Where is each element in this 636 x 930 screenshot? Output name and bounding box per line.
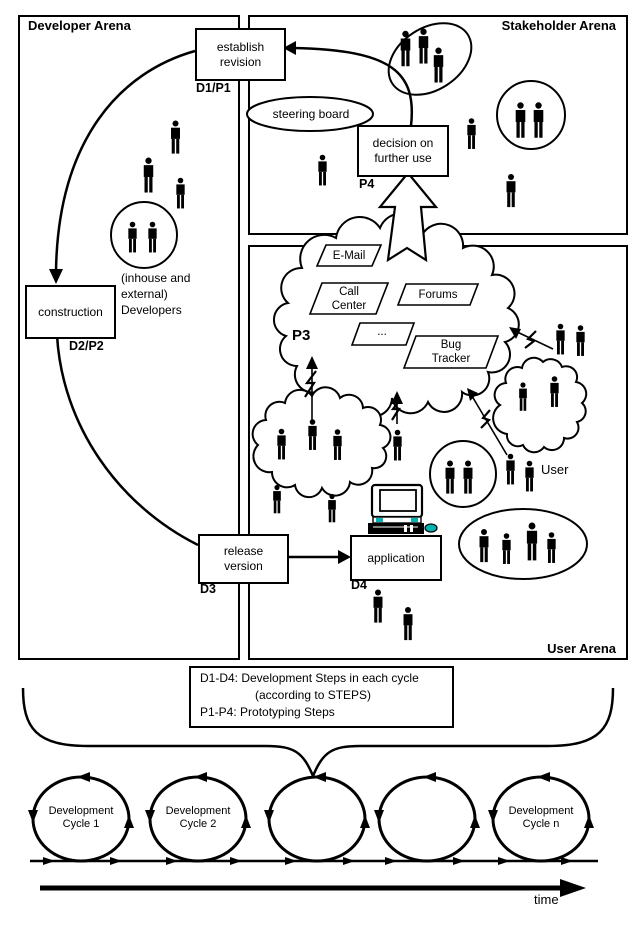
user-cloud-right — [492, 356, 588, 454]
user-caption: User — [541, 462, 569, 477]
node-construction: construction — [25, 285, 116, 339]
node-establish-revision: establish revision — [195, 28, 286, 81]
group-enclosures — [110, 22, 588, 580]
user-arena-title: User Arena — [547, 641, 616, 656]
step-label-d1p1: D1/P1 — [196, 81, 231, 95]
person-icon — [273, 484, 281, 514]
person-icon — [373, 589, 383, 623]
person-icon — [176, 177, 185, 209]
legend-line-2: (according to STEPS) — [255, 688, 372, 702]
lightning-bolt-icon — [524, 330, 537, 349]
person-icon — [318, 154, 327, 186]
person-icon — [171, 120, 180, 154]
step-label-p3: P3 — [292, 327, 311, 344]
development-cycle-loop — [377, 775, 477, 863]
cycle-2-label: Development Cycle 2 — [165, 805, 231, 830]
developers-circle — [110, 201, 178, 269]
legend-box: D1-D4: Development Steps in each cycle (… — [189, 666, 454, 728]
person-icon — [403, 606, 413, 641]
big-prototype-arrow-icon — [377, 171, 439, 263]
person-icon — [525, 460, 534, 492]
channel-email-label: E-Mail — [332, 250, 366, 262]
arrowhead-left — [283, 41, 296, 55]
person-icon — [445, 460, 455, 494]
stakeholder-pair-circle — [496, 80, 566, 150]
developer-arena-title: Developer Arena — [28, 18, 131, 33]
channel-forums-shape — [396, 283, 480, 306]
person-icon — [433, 47, 444, 83]
cycles-timeline — [28, 772, 598, 897]
channel-more-shape — [350, 322, 416, 346]
legend-line-3: P1-P4: Prototyping Steps — [200, 705, 335, 719]
person-icon — [515, 102, 526, 138]
cycle-1-label: Development Cycle 1 — [48, 805, 114, 830]
developers-caption: (inhouse and external) Developers — [121, 271, 191, 317]
node-release-version: release version — [198, 534, 289, 584]
step-label-p4: P4 — [359, 177, 375, 191]
person-icon — [526, 522, 538, 561]
channel-forums-label: Forums — [418, 289, 458, 301]
cycle-n-label: Development Cycle n — [508, 805, 574, 830]
person-icon — [502, 533, 511, 564]
person-icon — [547, 532, 556, 563]
node-decision-further-use: decision on further use — [357, 125, 449, 177]
person-icon — [418, 28, 429, 64]
user-group-ellipse — [458, 508, 588, 580]
steering-board-ellipse — [246, 96, 374, 132]
person-icon — [576, 325, 585, 356]
arrowhead-down — [49, 269, 63, 284]
arc-construction-to-release — [55, 334, 199, 547]
channel-call-label: Call Center — [331, 286, 367, 312]
computer-icon — [368, 483, 438, 534]
feedback-arrows — [304, 327, 554, 456]
person-icon — [393, 429, 402, 461]
lightning-bolt-icon — [304, 370, 317, 398]
arrow-decision-to-establish — [293, 46, 414, 127]
channel-bug-shape — [402, 335, 500, 369]
person-icon — [467, 118, 476, 149]
channel-shapes — [308, 244, 500, 369]
lightning-bolt-icon — [390, 399, 402, 421]
arrow-establish-to-construction — [54, 49, 196, 272]
person-icon — [556, 323, 565, 355]
channel-bug-label: Bug Tracker — [431, 339, 471, 365]
person-icon — [143, 157, 154, 193]
flow-arrows — [49, 41, 414, 564]
person-icon — [506, 453, 515, 485]
developer-arena: Developer Arena — [18, 15, 240, 660]
step-label-d3: D3 — [200, 582, 216, 596]
person-icon — [328, 493, 336, 523]
user-cloud-left — [251, 386, 392, 499]
legend-line-1: D1-D4: Development Steps in each cycle — [200, 671, 419, 685]
steering-board-label: steering board — [272, 107, 350, 121]
channel-email-shape — [315, 244, 383, 267]
user-pair-circle — [429, 440, 497, 508]
channel-more-label: ... — [377, 326, 387, 338]
time-label: time — [534, 892, 559, 907]
step-label-d2p2: D2/P2 — [69, 339, 104, 353]
person-icon — [533, 102, 544, 138]
lightning-bolt-icon — [480, 409, 492, 429]
person-icon — [479, 528, 489, 563]
person-icon — [506, 173, 516, 208]
person-icon — [128, 221, 137, 253]
person-icon — [148, 221, 157, 253]
person-icon — [463, 460, 473, 494]
development-cycle-loop — [267, 775, 367, 863]
node-application: application — [350, 535, 442, 581]
channel-call-shape — [308, 282, 390, 315]
step-label-d4: D4 — [351, 578, 367, 592]
mouse-icon — [424, 523, 438, 533]
stakeholder-group-ellipse — [387, 22, 473, 96]
stakeholder-arena-title: Stakeholder Arena — [501, 18, 616, 33]
arrowhead-right — [338, 550, 351, 564]
